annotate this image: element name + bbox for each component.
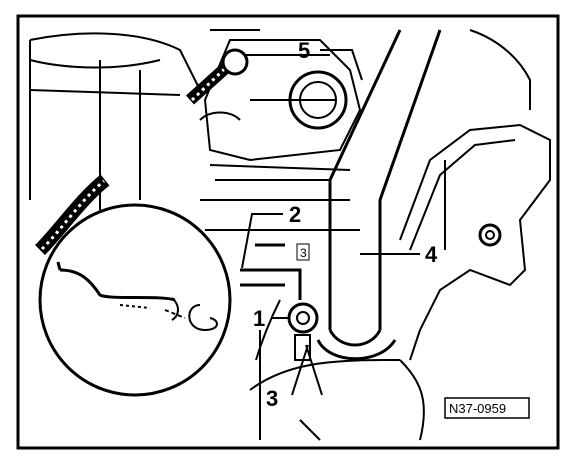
lower-housing <box>249 299 425 441</box>
leader-line-2 <box>241 213 283 269</box>
leader-line-3b <box>305 344 323 396</box>
part-mark: 3 <box>300 246 307 260</box>
hatched-hose-left <box>34 174 110 255</box>
callout-label-3: 3 <box>266 386 278 411</box>
sensor-wire <box>240 243 302 300</box>
coolant-pipe <box>316 29 442 361</box>
figure-code: N37-0959 <box>449 401 506 416</box>
leader-lines <box>241 49 420 396</box>
leader-line-5 <box>320 49 363 81</box>
part-mark-box <box>296 243 310 261</box>
callout-label-2: 2 <box>289 202 301 227</box>
hatched-hose <box>185 48 249 105</box>
engine-housing-lines <box>29 29 531 231</box>
detail-magnifier <box>38 203 232 397</box>
callout-label-4: 4 <box>425 242 438 267</box>
leader-line-3a <box>291 344 309 396</box>
housing-flange <box>399 123 551 361</box>
sensor-boss <box>288 70 348 130</box>
callout-label-1: 1 <box>253 306 265 331</box>
callout-label-5: 5 <box>298 38 310 63</box>
figure-code-badge: N37-0959 <box>444 397 530 419</box>
